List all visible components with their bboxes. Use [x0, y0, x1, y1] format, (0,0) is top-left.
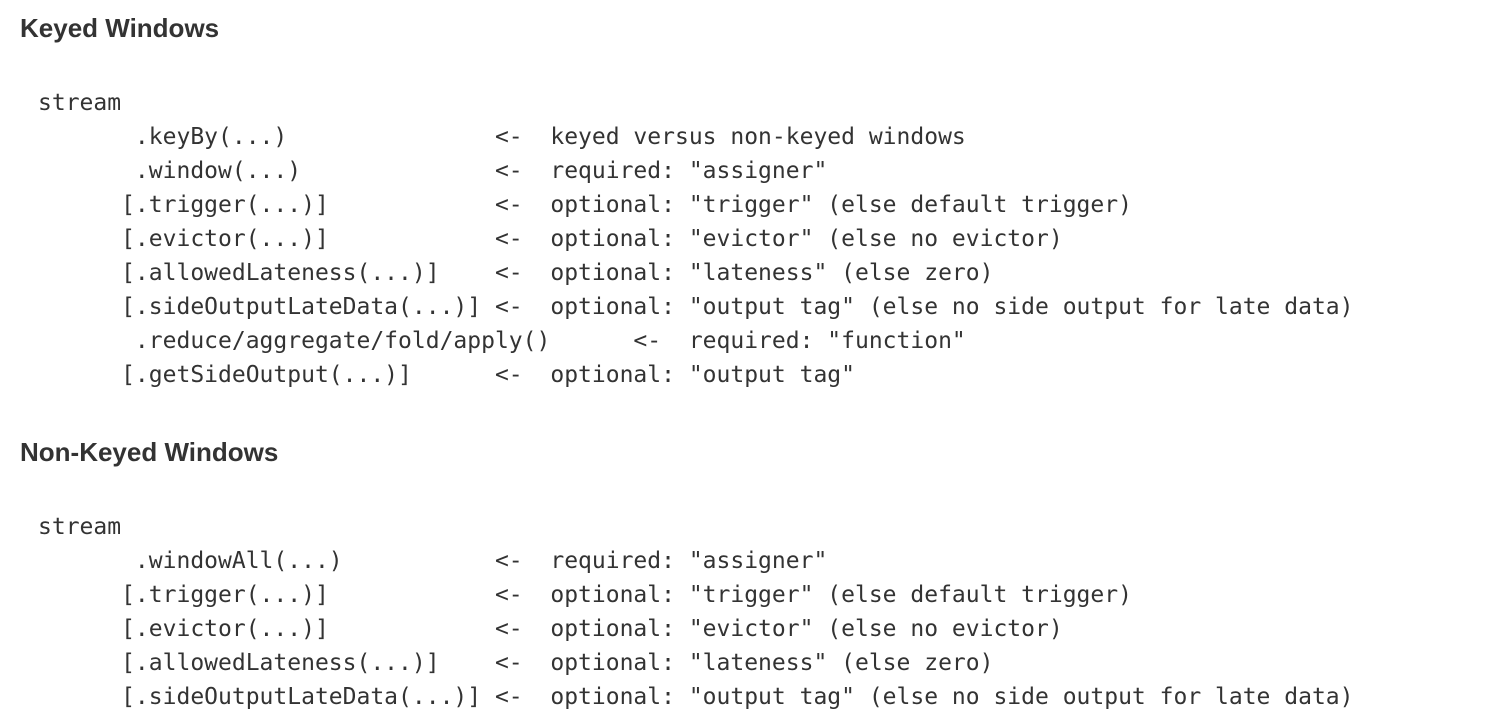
code-line: stream	[38, 514, 122, 540]
code-line: stream	[38, 90, 122, 116]
non-keyed-windows-code-block: stream .windowAll(...) <- required: "ass…	[38, 510, 1353, 714]
keyed-windows-heading: Keyed Windows	[20, 13, 220, 43]
code-line: [.evictor(...)] <- optional: "evictor" (…	[38, 226, 1063, 252]
code-line: .window(...) <- required: "assigner"	[38, 158, 828, 184]
code-line: [.allowedLateness(...)] <- optional: "la…	[38, 260, 994, 286]
code-line: [.sideOutputLateData(...)] <- optional: …	[38, 294, 1354, 320]
code-line: .reduce/aggregate/fold/apply() <- requir…	[38, 328, 966, 354]
code-line: [.getSideOutput(...)] <- optional: "outp…	[38, 362, 855, 388]
keyed-windows-code-block: stream .keyBy(...) <- keyed versus non-k…	[38, 86, 1353, 392]
code-line: [.evictor(...)] <- optional: "evictor" (…	[38, 616, 1063, 642]
code-line: [.allowedLateness(...)] <- optional: "la…	[38, 650, 994, 676]
code-line: [.trigger(...)] <- optional: "trigger" (…	[38, 582, 1132, 608]
non-keyed-windows-heading: Non-Keyed Windows	[20, 437, 279, 467]
code-line: .windowAll(...) <- required: "assigner"	[38, 548, 828, 574]
code-line: [.trigger(...)] <- optional: "trigger" (…	[38, 192, 1132, 218]
code-line: .keyBy(...) <- keyed versus non-keyed wi…	[38, 124, 966, 150]
code-line: [.sideOutputLateData(...)] <- optional: …	[38, 684, 1354, 710]
